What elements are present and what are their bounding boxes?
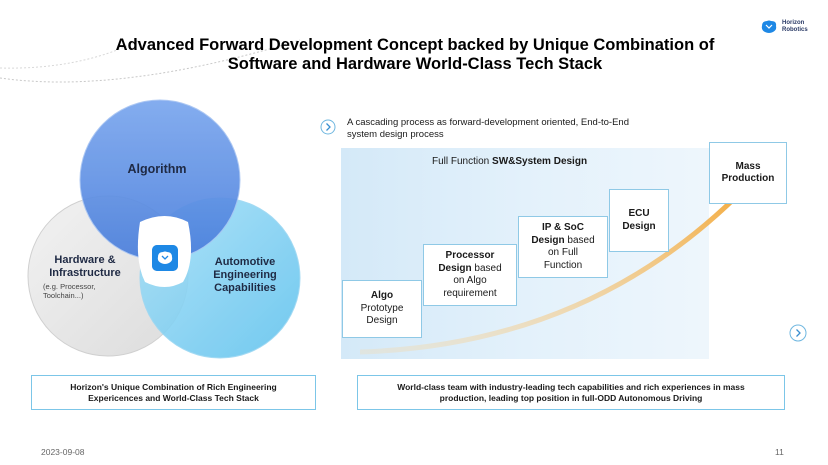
algo-step-line3: Design (366, 315, 398, 327)
slide-title-line1: Advanced Forward Development Concept bac… (115, 36, 715, 54)
horizon-logo: Horizon Robotics (760, 20, 816, 34)
ipsoc-step-bold: IP & SoC (541, 222, 585, 233)
footer-date: 2023-09-08 (41, 447, 85, 457)
brain-logo-icon (761, 20, 777, 33)
ipsoc-step-rest: based (564, 234, 595, 246)
ecu-step-line2: Design (622, 220, 656, 232)
panel-title-bold: SW&System Design (492, 156, 588, 167)
ipsoc-step-line4: Function (543, 259, 583, 271)
processor-step-bold: Processor (445, 250, 495, 261)
ecu-design-step: ECU Design (609, 189, 669, 252)
cascade-description: A cascading process as forward-developme… (347, 117, 727, 141)
hardware-label-line1: Hardware & (54, 254, 116, 266)
mass-step-line2: Production (721, 173, 775, 184)
logo-text: Horizon Robotics (782, 20, 816, 34)
ecu-step-line1: ECU (628, 208, 650, 219)
unique-combination-box: Horizon's Unique Combination of Rich Eng… (31, 375, 316, 410)
hardware-label: Hardware & Infrastructure (40, 254, 130, 280)
hardware-label-line2: Infrastructure (49, 267, 121, 279)
algorithm-label: Algorithm (127, 162, 187, 176)
automotive-label-line3: Capabilities (214, 282, 276, 294)
world-class-team-line2: production, leading top position in full… (439, 392, 703, 403)
processor-step-line3: on Algo (453, 275, 487, 286)
algo-step-line2: Prototype (360, 302, 404, 314)
world-class-team-box: World-class team with industry-leading t… (357, 375, 785, 410)
unique-combination-line2: Expericences and World-Class Tech Stack (88, 392, 259, 403)
brain-icon (152, 245, 178, 271)
slide-title-line2: Software and Hardware World-Class Tech S… (227, 55, 603, 73)
logo-text-line2: Robotics (782, 27, 808, 33)
automotive-label-line1: Automotive (214, 256, 276, 268)
processor-step-rest: based (471, 262, 502, 274)
unique-combination-line1: Horizon's Unique Combination of Rich Eng… (70, 382, 277, 392)
automotive-label-line2: Engineering (213, 269, 277, 281)
processor-step-bold2: Design (438, 262, 472, 274)
next-chevron-icon[interactable] (789, 324, 807, 342)
automotive-label: Automotive Engineering Capabilities (200, 256, 290, 295)
hardware-sublabel-line2: Toolchain...) (43, 291, 84, 300)
ip-soc-design-step: IP & SoC Design based on Full Function (518, 216, 608, 278)
logo-text-line1: Horizon (782, 20, 805, 26)
processor-step-line4: requirement (443, 287, 497, 299)
hardware-sublabel: (e.g. Processor, Toolchain...) (43, 282, 133, 300)
ipsoc-step-line3: on Full (547, 247, 578, 258)
ipsoc-step-bold2: Design (531, 234, 565, 246)
algo-prototype-step: Algo Prototype Design (342, 280, 422, 338)
chevron-right-icon (320, 119, 336, 135)
panel-title: Full Function SW&System Design (432, 156, 587, 167)
processor-design-step: Processor Design based on Algo requireme… (423, 244, 517, 306)
cascade-description-line1: A cascading process as forward-developme… (347, 117, 629, 128)
page-number: 11 (775, 447, 784, 457)
world-class-team-line1: World-class team with industry-leading t… (397, 382, 745, 392)
cascade-description-line2: system design process (347, 129, 444, 140)
algo-step-bold: Algo (370, 290, 394, 302)
mass-production-step: Mass Production (709, 142, 787, 204)
slide-title: Advanced Forward Development Concept bac… (70, 36, 760, 74)
hardware-sublabel-line1: (e.g. Processor, (43, 282, 96, 291)
mass-step-line1: Mass (735, 160, 761, 172)
panel-title-prefix: Full Function (432, 156, 493, 167)
